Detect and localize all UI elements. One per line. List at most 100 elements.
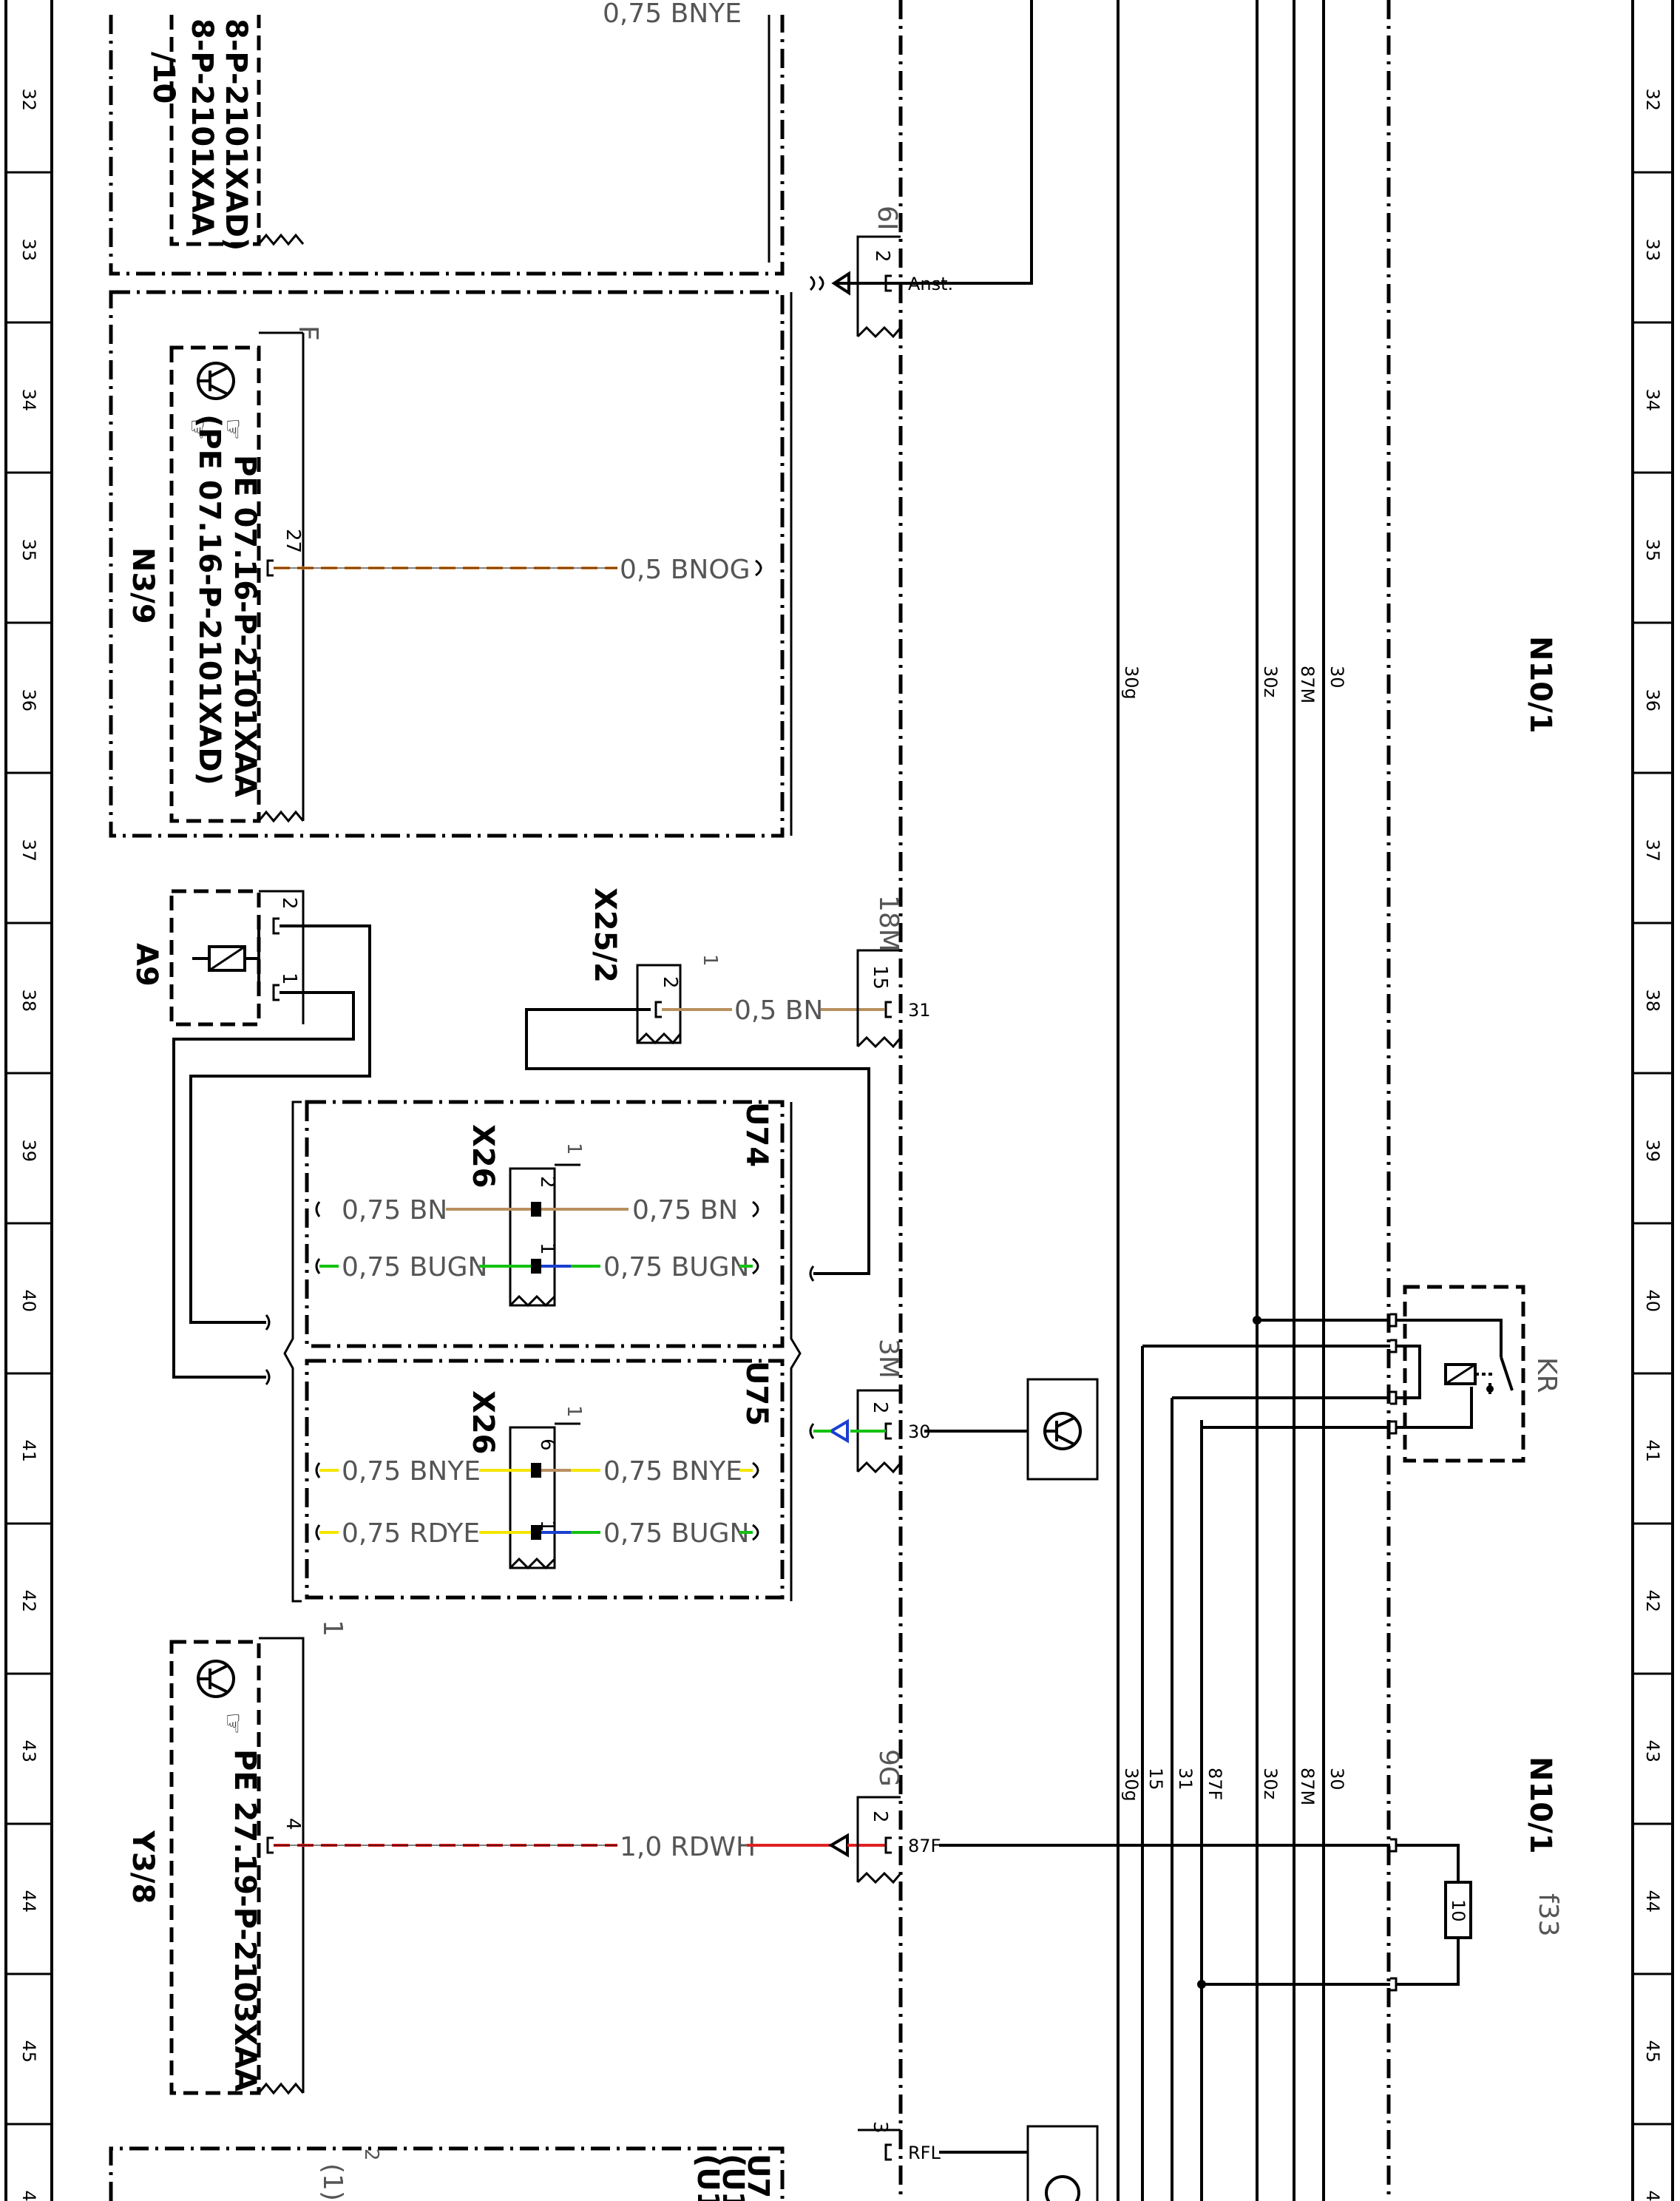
connector-3m: 3M 2 30	[809, 1339, 1099, 1481]
wire-bnog-label: 0,5 BNOG	[620, 555, 751, 585]
row-number-left: 38	[18, 990, 39, 1012]
row-number-right: 37	[1642, 839, 1663, 862]
row-number-right: 41	[1642, 1440, 1663, 1463]
bus-87f-lower: 87F	[1205, 1768, 1225, 1800]
connector-18m-terminal: 31	[908, 1000, 931, 1021]
left-row-ruler	[4, 0, 53, 2201]
u74-wire-left-1: 0,75 BN	[342, 1195, 447, 1225]
row-number-right: 38	[1642, 990, 1663, 1012]
connector-6i-pin: 2	[871, 250, 893, 263]
n3-9-designation: N3/9	[126, 547, 160, 624]
bus-30-lower: 30	[1327, 1768, 1347, 1791]
transistor-icon	[197, 1660, 235, 1698]
row-number-right: 34	[1642, 389, 1663, 412]
u75-wire-right-1: 0,75 BNYE	[603, 1456, 742, 1487]
bus-30z-upper: 30z	[1260, 666, 1281, 697]
y3-8-connector: 1	[317, 1620, 348, 1637]
connector-9g-pin: 2	[869, 1810, 891, 1823]
u75-wire-left-1: 0,75 BNYE	[342, 1456, 481, 1487]
u75-label: U75	[739, 1361, 773, 1426]
row-number-left: 36	[18, 689, 39, 712]
connector-9g: 9G 2 87F 10 f33	[856, 1749, 1563, 1992]
a9-designation: A9	[129, 943, 163, 987]
a9-pin-bottom: 1	[278, 973, 300, 985]
bus-15-lower: 15	[1145, 1768, 1166, 1791]
bus-87m-lower: 87M	[1297, 1768, 1318, 1805]
u74-wire-right-1: 0,75 BN	[632, 1195, 738, 1225]
row-number-left: 40	[18, 1290, 39, 1313]
connector-9g-terminal: 87F	[908, 1836, 941, 1856]
row-number-right: 42	[1642, 1590, 1663, 1613]
transistor-icon	[197, 362, 235, 400]
row-number-right: 39	[1642, 1140, 1663, 1163]
u75-x26-pin-ref: 1	[563, 1405, 585, 1418]
y3-8-ref: PE 27.19-P-2103XAA	[228, 1749, 262, 2092]
row-number-left: 33	[18, 239, 39, 262]
connector-18m-pin: 15	[869, 965, 891, 990]
wire-bnog: 0,5 BNOG	[266, 555, 762, 585]
y3-8-pin: 4	[282, 1818, 304, 1830]
u75-x26-designation: X26	[466, 1390, 500, 1455]
u75-x26-pin-a: 6	[536, 1438, 558, 1451]
u74-x26-pin-ref: 1	[563, 1143, 585, 1155]
right-row-ruler	[1631, 0, 1674, 2201]
top-component-wire-label: 0,75 BNYE	[603, 0, 742, 29]
row-number-left: 32	[18, 89, 39, 112]
n3-9-connector: F	[293, 325, 323, 341]
n3-9-ref-1: PE 07.16-P-2101XAA	[228, 455, 262, 797]
n3-9-pin: 27	[282, 529, 304, 553]
u75-wire-left-2: 0,75 RDYE	[342, 1518, 480, 1549]
bus-lines: 30g 30z 87M 30 30g 15 31 87F 30z 87M 30	[1117, 0, 1347, 2201]
row-number-left: 39	[18, 1140, 39, 1163]
relay-kr-label: KR	[1531, 1357, 1562, 1393]
u74-u75-enclosure: U74 U75	[283, 1100, 802, 1603]
u74-wire-right-2: 0,75 BUGN	[603, 1252, 749, 1282]
n10-1-label-upper: N10/1	[1523, 636, 1557, 734]
u74-x26-designation: X26	[466, 1124, 500, 1189]
connector-18m: 18M 15 31	[856, 895, 931, 1049]
bus-31-lower: 31	[1175, 1768, 1196, 1791]
n3-9-component: F ☞ ☞ PE 07.16-P-2101XAA (PE 07.16-P-210…	[126, 325, 323, 823]
x25-2-pin: 2	[659, 976, 681, 989]
row-number-left: 46	[18, 2191, 39, 2201]
bus-30-upper: 30	[1327, 666, 1347, 689]
u880-enclosure	[109, 290, 793, 838]
row-number-right: 46	[1642, 2191, 1663, 2201]
x25-2-designation: X25/2	[588, 888, 622, 983]
fuse-rating: 10	[1448, 1899, 1469, 1922]
pointing-hand-icon: ☞	[218, 418, 248, 440]
x25-2-connector: X25/2 1 2 0,5 BN	[525, 888, 884, 1282]
connector-18m-id: 18M	[873, 895, 904, 952]
bus-87m-upper: 87M	[1297, 666, 1318, 703]
u75-x26-pin-b: 1	[536, 1520, 558, 1532]
connector-3m-pin: 2	[869, 1402, 891, 1414]
transistor-icon	[1043, 1412, 1082, 1450]
top-component-designation: /10	[146, 52, 180, 104]
row-number-right: 44	[1642, 1890, 1663, 1913]
bus-30z-lower: 30z	[1260, 1768, 1281, 1799]
y3-8-component: 1 ☞ PE 27.19-P-2103XAA Y3/8 4	[126, 1620, 348, 2095]
bottom-partial-component: U7 (U1 (U1 (1) 2	[109, 2146, 785, 2201]
fuse-id: f33	[1533, 1893, 1563, 1936]
connector-rfl-pin: 3	[869, 2121, 891, 2134]
top-component-ref-1: 8-P-2101XAA	[185, 18, 219, 236]
pointing-hand-icon: ☞	[218, 1712, 248, 1734]
bottom-pin: 2	[360, 2148, 382, 2161]
bottom-label-2: (U1	[716, 2154, 750, 2201]
row-number-right: 35	[1642, 539, 1663, 562]
row-number-right: 43	[1642, 1740, 1663, 1763]
row-number-left: 34	[18, 389, 39, 412]
bus-30g-lower: 30g	[1121, 1768, 1142, 1802]
top-component-ref-2: 8-P-2101XAD)	[219, 18, 253, 251]
u74-x26-pin-b: 1	[536, 1242, 558, 1255]
pointing-hand-icon: ☞	[183, 418, 212, 440]
bottom-pin-label: (1)	[317, 2163, 348, 2201]
bottom-label-3: (U1	[691, 2154, 725, 2201]
row-number-left: 42	[18, 1590, 39, 1613]
row-number-right: 40	[1642, 1290, 1663, 1313]
row-number-right: 32	[1642, 89, 1663, 112]
u74-x26-pin-a: 2	[536, 1176, 558, 1189]
n10-1-boundary: N10/1 N10/1	[898, 0, 1557, 2201]
